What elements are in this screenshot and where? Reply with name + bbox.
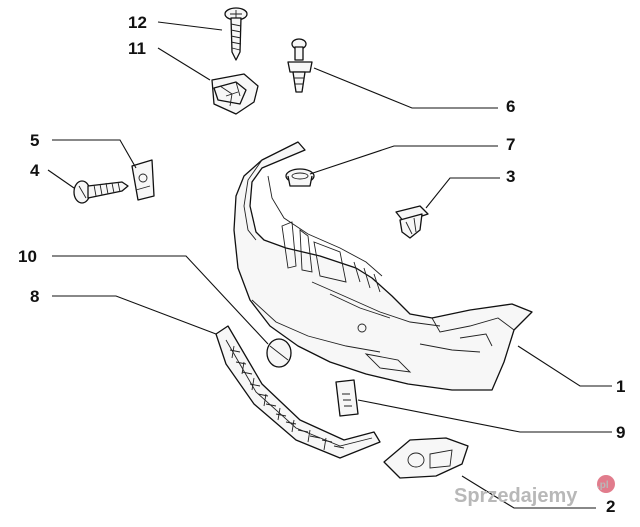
callout-5: 5: [30, 131, 39, 150]
watermark-domain: .pl: [597, 480, 609, 491]
part-5-bracket: [131, 159, 155, 201]
callout-2: 2: [606, 497, 615, 516]
callout-7: 7: [506, 135, 515, 154]
watermark-badge: [597, 475, 615, 493]
part-9-tag: [335, 379, 359, 417]
part-11-clip-nut: [211, 73, 259, 115]
part-2-fog-lamp-grille: [383, 437, 469, 479]
callout-12: 12: [128, 13, 147, 32]
callout-3: 3: [506, 167, 515, 186]
part-3-clip: [395, 205, 429, 239]
callout-10: 10: [18, 247, 37, 266]
watermark: Sprzedajemy .pl: [454, 475, 615, 507]
part-4-screw: [73, 180, 129, 204]
callout-6: 6: [506, 97, 515, 116]
callout-numbers: 12 11 6 7 5 3 4 10 8 1 9 2: [18, 13, 625, 516]
leader-lines: [47, 21, 612, 509]
callout-11: 11: [128, 39, 146, 58]
part-7-plug: [285, 168, 315, 187]
callout-1: 1: [616, 377, 625, 396]
callout-8: 8: [30, 287, 39, 306]
part-1-bumper: [233, 141, 533, 391]
callout-4: 4: [30, 161, 40, 180]
callout-9: 9: [616, 423, 625, 442]
watermark-text: Sprzedajemy: [454, 485, 578, 507]
part-10-cap: [266, 338, 292, 368]
part-6-push-pin: [287, 38, 313, 93]
part-8-lower-grille: [215, 325, 381, 459]
part-12-screw: [224, 7, 248, 61]
